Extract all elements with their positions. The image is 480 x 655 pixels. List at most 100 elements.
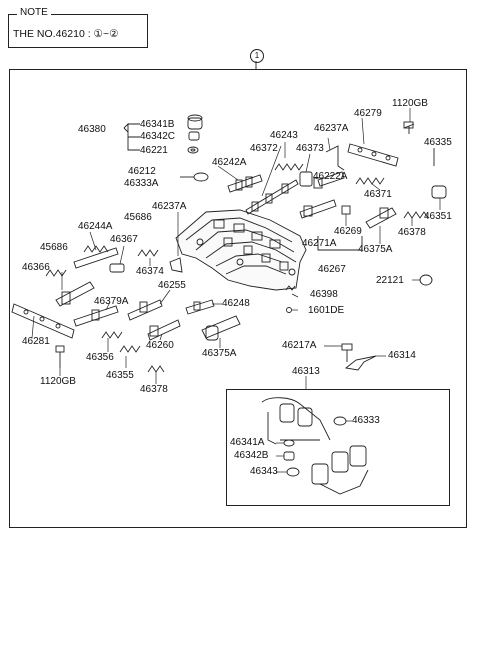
part-label-46374: 46374 <box>136 266 164 277</box>
part-label-45686-a: 45686 <box>124 212 152 223</box>
part-label-46314: 46314 <box>388 350 416 361</box>
valve-spool-icon <box>365 207 397 229</box>
solenoid-valve-icon <box>311 445 369 495</box>
part-label-46242a: 46242A <box>212 157 247 168</box>
valve-pin-icon <box>109 263 125 273</box>
bolt-icon <box>55 345 65 368</box>
bolt-icon <box>403 121 415 134</box>
part-label-46267: 46267 <box>318 264 346 275</box>
part-label-46243: 46243 <box>270 130 298 141</box>
retainer-plate-icon <box>11 303 75 339</box>
part-label-46366: 46366 <box>22 262 50 273</box>
part-label-46341a: 46341A <box>230 437 265 448</box>
plunger-icon <box>299 171 313 187</box>
part-label-46313: 46313 <box>292 366 320 377</box>
solenoid-assembly-frame <box>226 389 450 506</box>
note-title: NOTE <box>17 7 51 18</box>
o-ring-icon <box>286 467 300 477</box>
spring-icon <box>285 285 296 291</box>
part-label-46379a: 46379A <box>94 296 129 307</box>
spring-icon <box>83 245 109 253</box>
spring-icon <box>137 249 159 257</box>
part-label-46341b: 46341B <box>140 119 175 130</box>
valve-spool-icon <box>127 299 163 321</box>
spring-icon <box>355 177 385 185</box>
valve-spool-icon <box>147 319 181 341</box>
part-label-1601de: 1601DE <box>308 305 345 316</box>
part-label-46244a: 46244A <box>78 221 113 232</box>
part-label-46281: 46281 <box>22 336 50 347</box>
valve-body-icon <box>175 209 307 291</box>
retainer-plate-icon <box>347 143 399 167</box>
plug-icon <box>431 185 447 199</box>
o-ring-icon <box>283 439 295 447</box>
filter-ring-icon <box>188 131 200 141</box>
spring-icon <box>403 211 429 219</box>
part-label-46378-bottom: 46378 <box>140 384 168 395</box>
part-label-46371: 46371 <box>364 189 392 200</box>
ball-icon <box>286 307 292 313</box>
spring-icon <box>147 365 165 373</box>
valve-rod-icon <box>73 247 119 269</box>
retainer-clip-icon <box>325 145 345 171</box>
valve-spool-icon <box>185 299 215 315</box>
o-ring-icon <box>333 416 347 426</box>
bracket-icon <box>344 355 377 371</box>
check-ball-icon <box>341 205 351 215</box>
part-label-46333: 46333 <box>352 415 380 426</box>
valve-spool-icon <box>55 281 95 307</box>
part-label-46335: 46335 <box>424 137 452 148</box>
part-label-46372: 46372 <box>250 143 278 154</box>
valve-plunger-icon <box>299 199 337 219</box>
part-label-46378-right: 46378 <box>398 227 426 238</box>
part-label-46237a-mid: 46237A <box>152 201 187 212</box>
solenoid-valve-icon <box>261 397 331 445</box>
filter-icon <box>283 451 295 461</box>
spring-icon <box>101 331 123 339</box>
part-label-46260: 46260 <box>146 340 174 351</box>
part-label-46375a-bottom: 46375A <box>202 348 237 359</box>
part-label-46373: 46373 <box>296 143 324 154</box>
part-label-46343: 46343 <box>250 466 278 477</box>
part-label-46279: 46279 <box>354 108 382 119</box>
part-label-46237a-top: 46237A <box>314 123 349 134</box>
part-label-45686-b: 45686 <box>40 242 68 253</box>
valve-spool-icon <box>73 305 119 327</box>
part-label-46269: 46269 <box>334 226 362 237</box>
part-label-22121: 22121 <box>376 275 404 286</box>
part-label-46212: 46212 <box>128 166 156 177</box>
part-label-46398: 46398 <box>310 289 338 300</box>
filter-cap-icon <box>187 114 203 130</box>
part-label-46375a-right: 46375A <box>358 244 393 255</box>
part-label-46222a: 46222A <box>313 171 348 182</box>
retainer-clip-icon <box>169 257 183 273</box>
spring-icon <box>119 345 141 353</box>
part-label-46342c: 46342C <box>140 131 176 142</box>
part-label-46221: 46221 <box>140 145 168 156</box>
valve-sleeve-icon <box>313 171 345 189</box>
part-label-46217a: 46217A <box>282 340 317 351</box>
assembly-callout: 1 <box>250 49 264 63</box>
valve-sleeve-icon <box>201 315 241 341</box>
part-label-46380: 46380 <box>78 124 106 135</box>
part-label-1120gb-bottom: 1120GB <box>40 376 76 387</box>
note-text: THE NO.46210 : ①~② <box>13 28 119 40</box>
part-label-46248: 46248 <box>222 298 250 309</box>
spring-icon <box>274 163 304 171</box>
spring-icon <box>45 269 67 277</box>
part-label-46333a: 46333A <box>124 178 159 189</box>
part-label-46367: 46367 <box>110 234 138 245</box>
note-box: NOTE THE NO.46210 : ①~② <box>8 7 148 48</box>
part-label-46342b: 46342B <box>234 450 269 461</box>
spool-valve-icon <box>227 174 263 193</box>
o-ring-small-icon <box>187 146 199 154</box>
part-label-46255: 46255 <box>158 280 186 291</box>
part-label-46271a: 46271A <box>302 238 337 249</box>
gasket-icon <box>419 274 433 286</box>
o-ring-icon <box>193 172 209 182</box>
assembly-frame <box>9 69 467 528</box>
part-label-46356: 46356 <box>86 352 114 363</box>
part-label-46351: 46351 <box>424 211 452 222</box>
long-valve-rod-icon <box>245 179 299 215</box>
